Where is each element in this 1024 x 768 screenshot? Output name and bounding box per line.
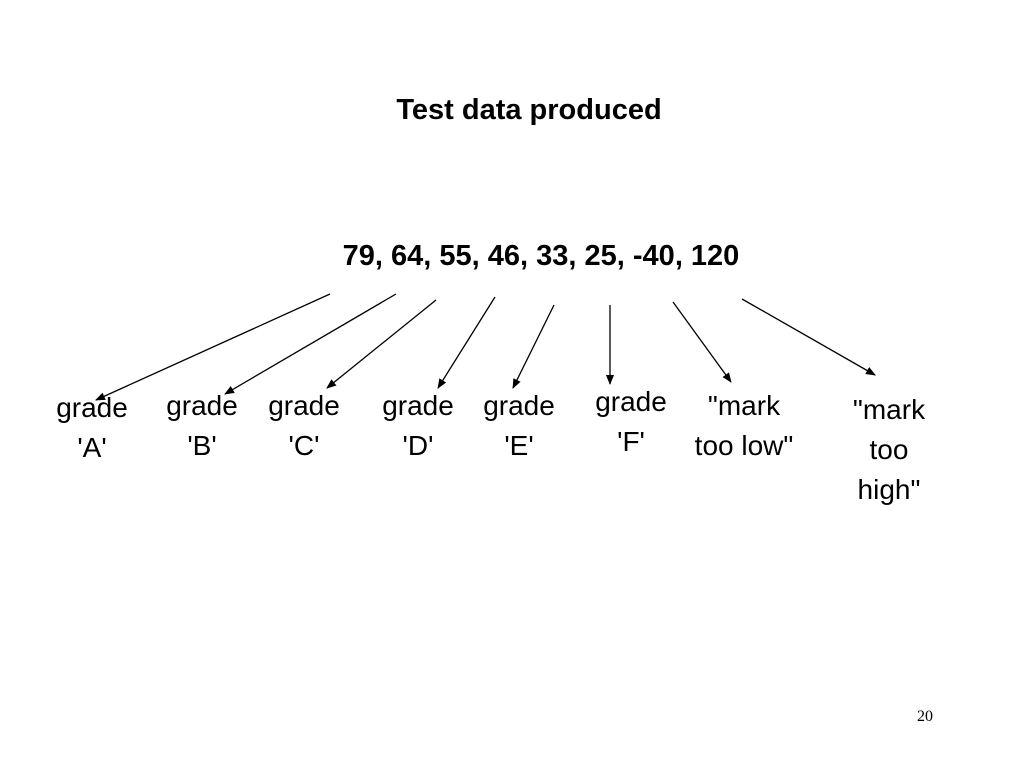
arrow-d — [437, 296, 496, 389]
outcome-line: 'B' — [187, 430, 217, 461]
arrow-e — [512, 304, 555, 389]
arrow-too-high — [741, 298, 876, 376]
outcome-line: grade — [483, 390, 555, 421]
outcome-line: 'C' — [288, 430, 320, 461]
outcome-line: 'A' — [77, 432, 107, 463]
page-number: 20 — [917, 708, 933, 725]
outcome-line: too low" — [694, 430, 794, 461]
outcome-grade-d: grade 'D' — [373, 386, 463, 466]
outcome-mark-too-low: "mark too low" — [674, 386, 814, 466]
outcome-line: grade — [166, 390, 238, 421]
arrow-c — [326, 299, 437, 389]
outcome-line: "mark — [707, 390, 781, 421]
test-values: 79, 64, 55, 46, 33, 25, -40, 120 — [342, 240, 740, 272]
outcome-line: 'D' — [402, 430, 434, 461]
outcome-line: 'E' — [504, 430, 534, 461]
outcome-mark-too-high: "mark too high" — [834, 390, 944, 510]
outcome-line: high" — [857, 474, 921, 505]
arrow-too-low — [672, 301, 732, 383]
outcome-line: grade — [595, 386, 667, 417]
outcome-line: 'F' — [617, 426, 645, 457]
slide-title: Test data produced — [396, 94, 662, 126]
outcome-grade-f: grade 'F' — [586, 382, 676, 462]
outcome-grade-a: grade 'A' — [47, 388, 137, 468]
outcome-grade-b: grade 'B' — [157, 386, 247, 466]
arrow-b — [224, 293, 397, 395]
outcome-line: grade — [56, 392, 128, 423]
outcome-line: grade — [268, 390, 340, 421]
outcome-grade-c: grade 'C' — [259, 386, 349, 466]
outcome-line: "mark — [852, 394, 926, 425]
outcome-line: grade — [382, 390, 454, 421]
outcome-line: too — [869, 434, 909, 465]
outcome-grade-e: grade 'E' — [474, 386, 564, 466]
arrow-a — [95, 293, 331, 401]
